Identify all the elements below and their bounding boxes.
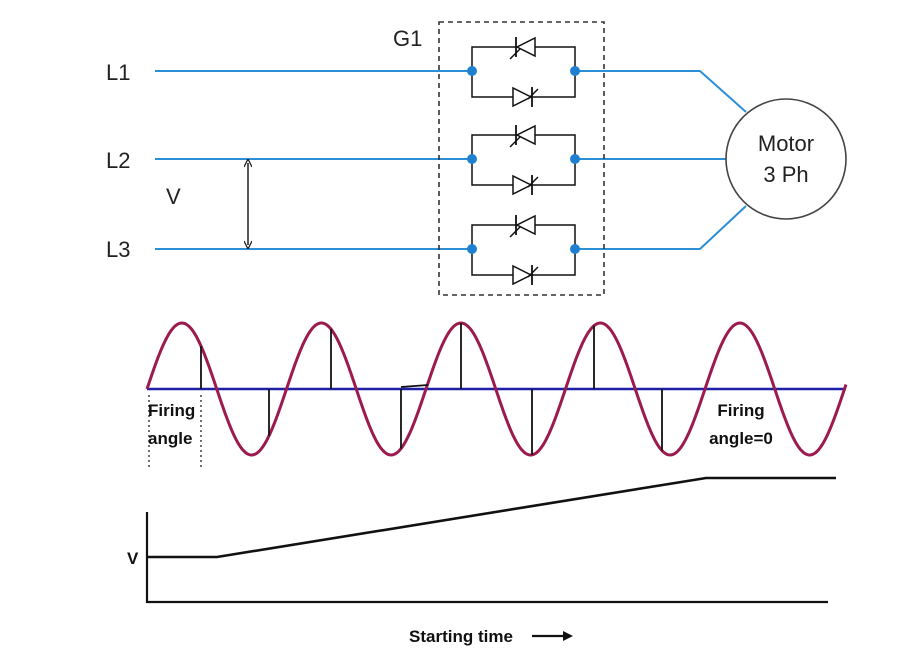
node-right <box>570 244 580 254</box>
line-label-l2: L2 <box>106 148 130 173</box>
thyristor-bottom-icon <box>512 264 533 286</box>
thyristor-group-box <box>438 21 605 296</box>
thyristor-pairs <box>467 36 580 286</box>
thyristor-pair-2 <box>467 124 580 196</box>
thyristor-top-gate <box>509 136 521 148</box>
output-line-l3 <box>575 205 747 250</box>
thyristor-bottom-gate <box>527 176 539 188</box>
thyristor-pair-1 <box>467 36 580 108</box>
voltage-label: V <box>166 184 181 209</box>
thyristor-bottom-icon <box>512 86 533 108</box>
node-right <box>570 154 580 164</box>
motor-label-line1: Motor <box>758 131 814 156</box>
node-right <box>570 66 580 76</box>
thyristor-top-gate <box>509 48 521 60</box>
line-label-l1: L1 <box>106 60 130 85</box>
thyristor-top-icon <box>515 36 536 58</box>
thyristor-bottom-gate <box>527 266 539 278</box>
ramp-y-label: V <box>127 549 139 568</box>
thyristor-bottom-gate <box>527 88 539 100</box>
line-label-l3: L3 <box>106 237 130 262</box>
node-left <box>467 154 477 164</box>
ramp-x-label: Starting time <box>409 627 513 646</box>
firing-angle-label-line2: angle <box>148 429 192 448</box>
ramp-line <box>147 476 836 559</box>
motor-circle <box>725 98 847 220</box>
voltage-ramp: V Starting time <box>127 476 836 646</box>
group-label: G1 <box>393 26 422 51</box>
sine-wave <box>145 321 848 457</box>
thyristor-top-icon <box>515 214 536 236</box>
firing-waveform: Firing angle Firing angle=0 <box>145 321 848 470</box>
thyristor-top-gate <box>509 226 521 238</box>
firing-angle-zero-label-line1: Firing <box>717 401 764 420</box>
output-line-l1 <box>575 70 747 113</box>
node-left <box>467 66 477 76</box>
thyristor-pair-3 <box>467 214 580 286</box>
motor-label-line2: 3 Ph <box>763 162 808 187</box>
node-left <box>467 244 477 254</box>
thyristor-bottom-icon <box>512 174 533 196</box>
firing-angle-zero-label-line2: angle=0 <box>709 429 773 448</box>
firing-angle-label-line1: Firing <box>148 401 195 420</box>
thyristor-top-icon <box>515 124 536 146</box>
circuit: L1 L2 L3 V G1 Motor 3 Ph <box>106 21 847 296</box>
firing-tick <box>400 384 429 388</box>
firing-lines <box>200 323 663 455</box>
